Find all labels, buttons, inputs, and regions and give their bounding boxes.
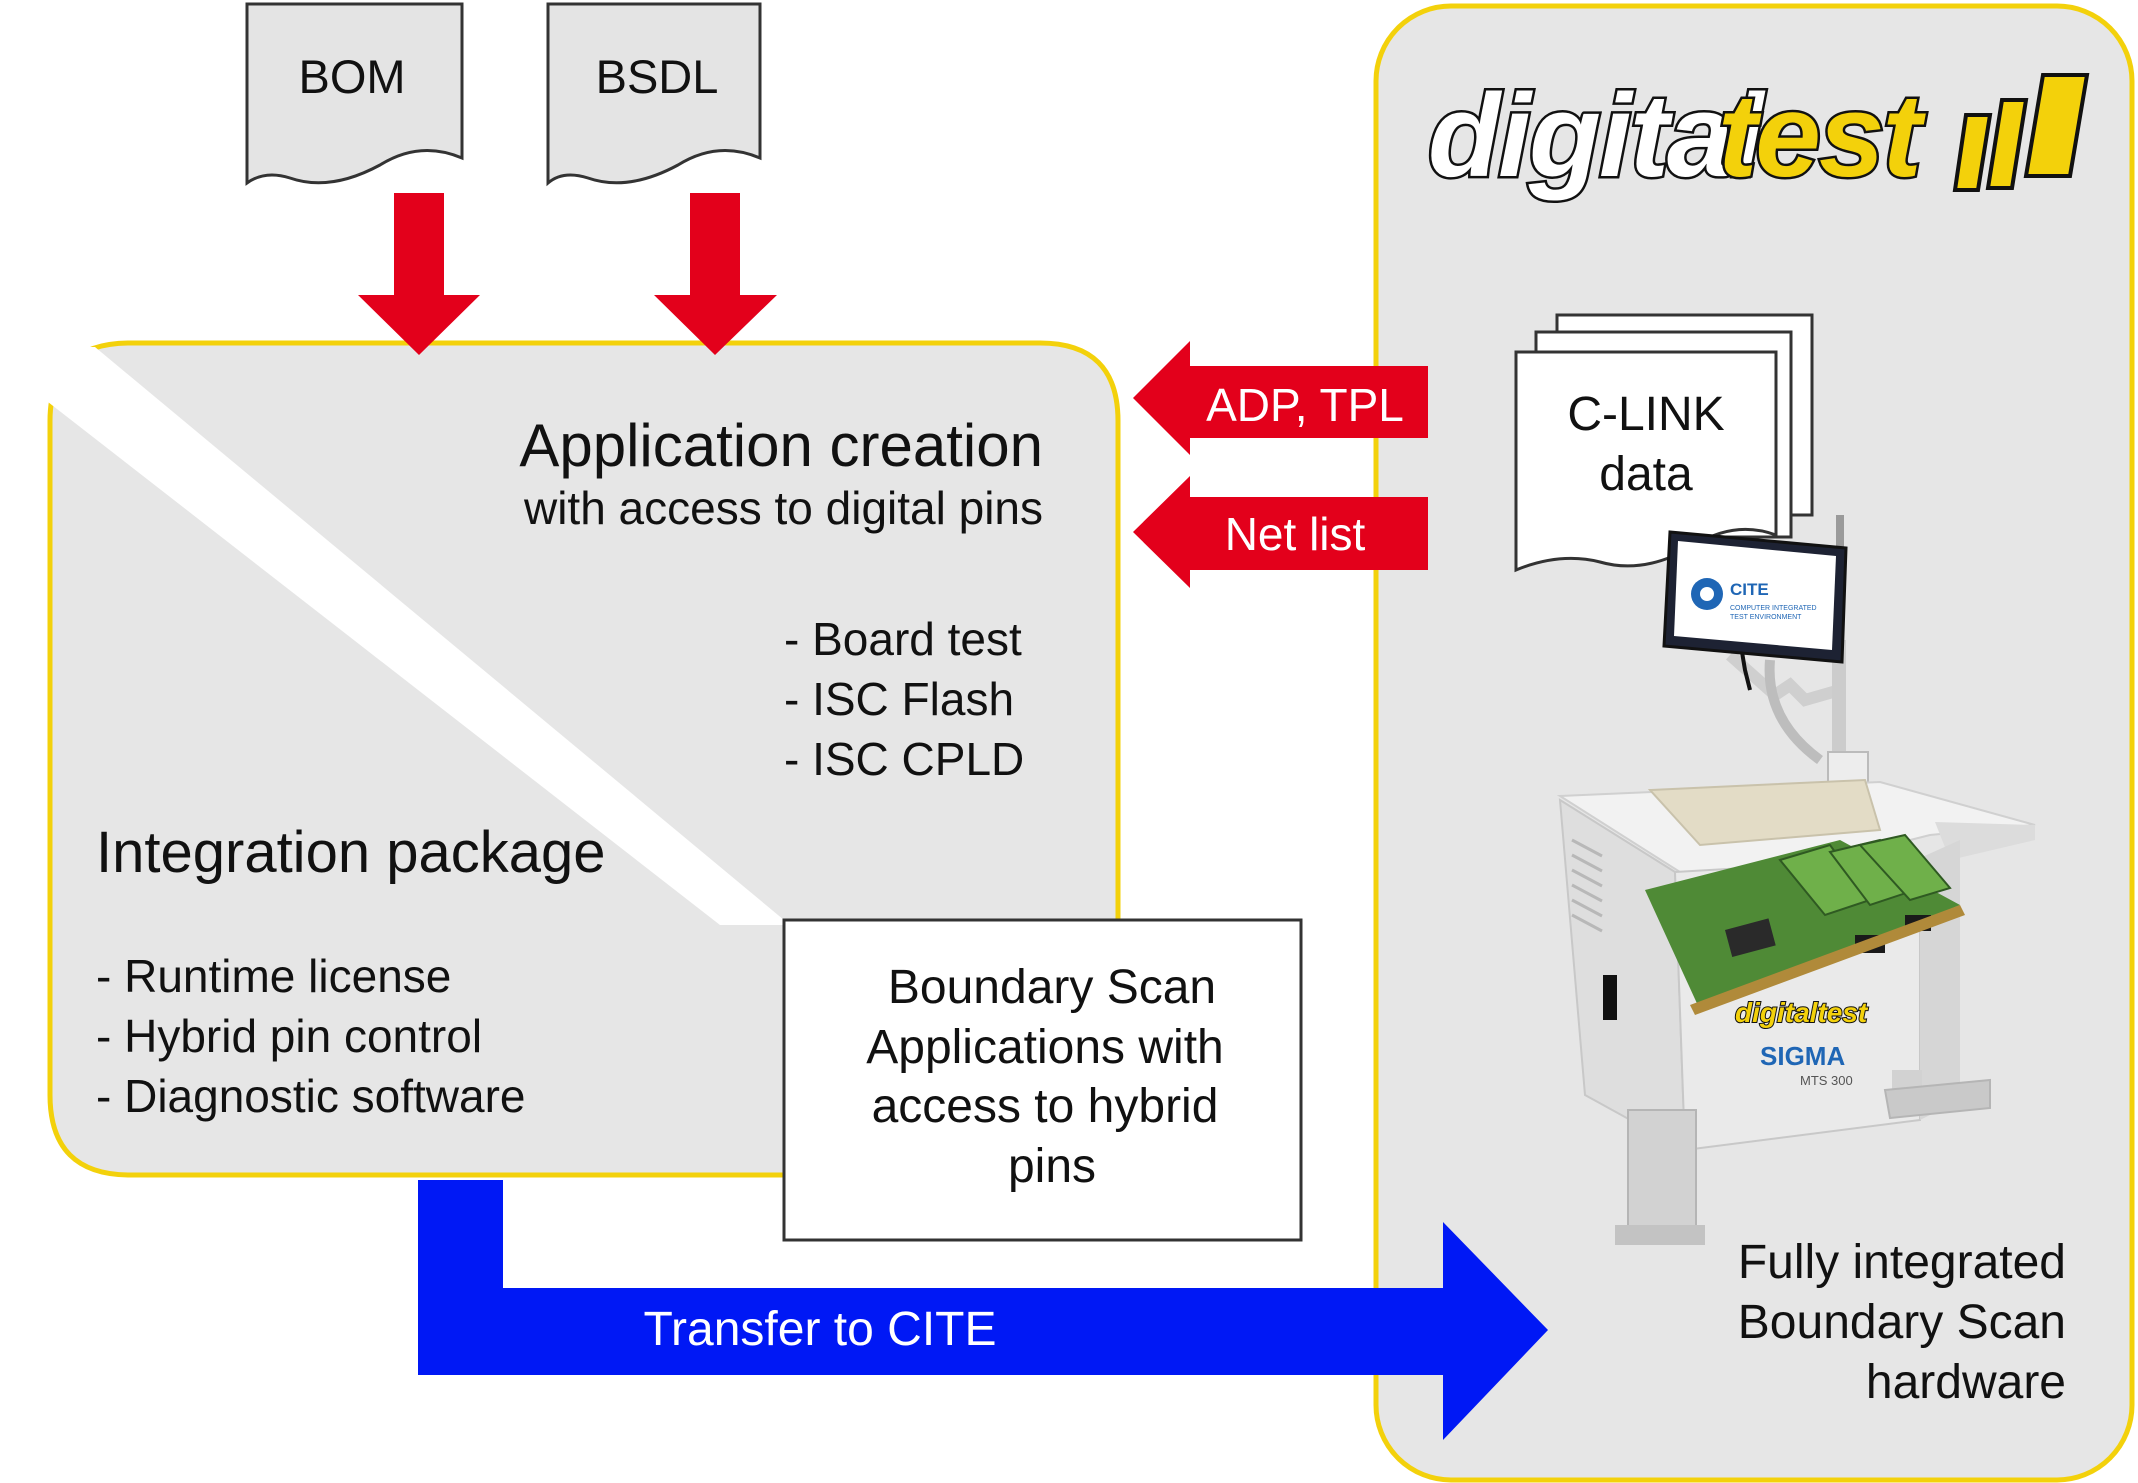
integration-item: - Diagnostic software (96, 1070, 526, 1122)
application-title: Application creation (519, 412, 1043, 479)
application-item: - Board test (784, 613, 1022, 665)
bsdl-down-arrow (654, 193, 777, 355)
boundary-box-line: Applications with (866, 1021, 1224, 1074)
digitaltest-logo: digital test (1426, 68, 2090, 205)
boundary-box-line: pins (1008, 1140, 1096, 1193)
application-item: - ISC CPLD (784, 733, 1024, 785)
clink-data-documents: C-LINK data (1514, 313, 1814, 573)
hardware-caption: hardware (1866, 1356, 2066, 1409)
boundary-box-line: Boundary Scan (888, 961, 1216, 1014)
transfer-label: Transfer to CITE (644, 1303, 997, 1356)
net-list-arrow (1133, 476, 1428, 588)
bsdl-label: BSDL (596, 50, 719, 103)
bom-document: BOM (245, 2, 464, 186)
clink-label: C-LINK (1567, 388, 1724, 441)
integration-title: Integration package (96, 820, 605, 885)
hardware-caption: Fully integrated (1738, 1236, 2066, 1289)
hardware-caption: Boundary Scan (1738, 1296, 2066, 1349)
logo-text-yellow: test (1718, 70, 1927, 202)
clink-label: data (1599, 448, 1693, 501)
monitor: CITE COMPUTER INTEGRATED TEST ENVIRONMEN… (1662, 530, 1848, 664)
cabinet-logo: digitaltest (1735, 997, 1869, 1028)
monitor-subtitle: TEST ENVIRONMENT (1730, 614, 1802, 621)
net-list-label: Net list (1225, 508, 1366, 560)
adp-tpl-arrow (1133, 341, 1428, 455)
application-item: - ISC Flash (784, 673, 1014, 725)
model-name: SIGMA (1760, 1041, 1845, 1071)
integration-item: - Runtime license (96, 950, 451, 1002)
logo-text-white: digital (1428, 70, 1766, 202)
bom-down-arrow (358, 193, 480, 355)
bom-label: BOM (298, 50, 405, 103)
monitor-title: CITE (1730, 580, 1769, 599)
boundary-box-line: access to hybrid (872, 1080, 1219, 1133)
monitor-subtitle: COMPUTER INTEGRATED (1730, 605, 1817, 612)
boundary-scan-box: Boundary Scan Applications with access t… (782, 918, 1303, 1242)
model-sub: MTS 300 (1800, 1073, 1853, 1088)
transfer-arrow (418, 1180, 1548, 1440)
digitaltest-bars-icon (1952, 73, 2090, 192)
diagonal-divider (48, 347, 790, 925)
sigma-tester-illustration: CITE COMPUTER INTEGRATED TEST ENVIRONMEN… (1556, 515, 2036, 1245)
adp-tpl-label: ADP, TPL (1206, 379, 1404, 431)
test-boards (1645, 833, 1965, 1015)
integration-item: - Hybrid pin control (96, 1010, 482, 1062)
bsdl-document: BSDL (546, 2, 762, 187)
cabinet-vents (1571, 838, 1603, 933)
application-subtitle: with access to digital pins (523, 482, 1043, 534)
